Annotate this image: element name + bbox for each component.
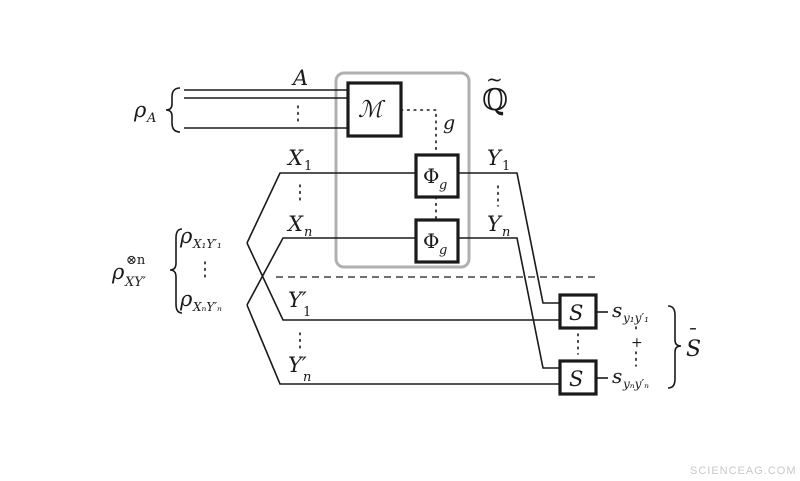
x1-label: X [286,146,304,170]
y1-prime-sub: 1 [303,305,311,320]
y1-prime-label: Y′ [288,288,307,312]
rho-xy-n-label: ρ [111,260,125,284]
a-label: A [291,66,308,90]
q-label: ℚ [482,83,508,118]
yn-prime-sub: n [303,370,311,385]
s-top-label: S [569,301,583,325]
rho-x1y1-sub: X₁Y′₁ [192,237,222,251]
yn-prime-label: Y′ [288,353,307,377]
s-bottom-output-label: s [612,364,622,388]
watermark-text: SCIENCEAG.COM [690,465,797,477]
g-classical-line [400,109,437,156]
s-bar-label: S [686,337,701,362]
phi-g-1-sub: g [439,178,447,193]
s-bottom-label: S [569,367,583,391]
rho-xy-n-sub: XY′ [124,275,146,290]
phi-g-box-n [414,218,460,264]
plus-sign: + [631,335,643,351]
yn-wire [458,237,560,369]
s-bar-mark: ¯ [688,324,698,348]
xn-label: X [286,212,304,236]
y1-prime-wire [246,242,560,321]
phi-g-n-sub: g [439,243,447,258]
s-bar-brace [667,305,682,389]
q-tilde-mark: ~ [486,67,503,91]
phi-g-n-label: Φ [423,229,439,253]
yn-prime-wire [246,304,560,385]
rho-a-brace [165,87,181,133]
rho-a-sub: A [146,111,156,126]
rho-x1y1-label: ρ [179,224,193,248]
xn-wire [246,237,416,306]
rho-xy-n-sup: ⊗n [126,253,146,268]
phi-g-box-1 [414,153,460,199]
y1-label: Y [487,146,503,170]
xn-sub: n [304,225,312,240]
measurement-label: ℳ [358,97,386,123]
yn-sub: n [502,225,510,240]
rho-xnyn-sub: XₙY′ₙ [192,300,222,314]
rho-a-label: ρ [133,98,147,122]
s-bottom-output-sub: yₙy′ₙ [622,377,649,391]
phi-g-1-label: Φ [423,164,439,188]
s-box-top [558,293,598,330]
y1-wire [458,172,560,304]
yn-label: Y [487,212,503,236]
rho-xy-brace [169,228,183,314]
q-enclosure-box [334,71,471,269]
s-top-output-label: s [612,298,622,322]
x1-wire [246,172,416,244]
x1-sub: 1 [304,159,312,174]
rho-xnyn-label: ρ [179,287,193,311]
y1-sub: 1 [502,159,510,174]
s-top-output-sub: y₁y′₁ [622,311,649,325]
g-label: g [443,112,455,134]
